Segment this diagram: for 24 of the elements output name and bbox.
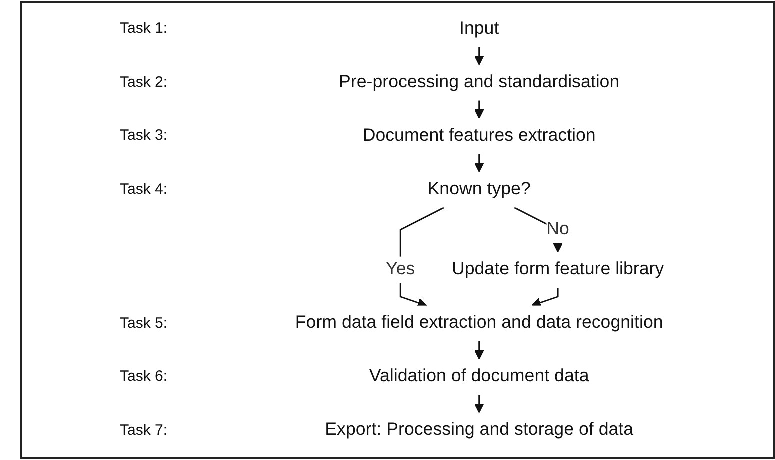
- arrow: [474, 154, 484, 172]
- task-label: Task 4:: [120, 180, 168, 199]
- arrow: [474, 395, 484, 414]
- node-text: Validation of document data: [370, 367, 590, 386]
- arrow: [474, 342, 484, 360]
- task-label: Task 5:: [120, 314, 168, 333]
- node-text: Input: [460, 19, 500, 38]
- task-label: Task 3:: [120, 127, 168, 146]
- diagram-frame: No Yes Input Pre-processing and standardisation Document features extraction Known type? Update form feature library Form data field extraction and data recognition Validation of document data Export: Processing and storage of data Task 1: Task 2: Task 3: Task 4: Task 5: Task 6: Task 7:: [20, 1, 775, 459]
- edge-label: No: [546, 220, 570, 239]
- task-label: Task 2:: [120, 74, 168, 92]
- node-text: Update form feature library: [452, 260, 664, 280]
- task-label: Task 7:: [120, 422, 168, 440]
- node-text: Known type?: [428, 180, 532, 199]
- node-text: Export: Processing and storage of data: [325, 420, 634, 440]
- arrow: [474, 47, 484, 66]
- node-text: Document features extraction: [363, 126, 596, 146]
- node-text: Pre-processing and standardisation: [339, 72, 620, 92]
- task-label: Task 6:: [120, 368, 168, 386]
- edge-label: Yes: [386, 260, 416, 280]
- arrow: [474, 100, 484, 119]
- task-label: Task 1:: [120, 20, 168, 38]
- arrow: [532, 288, 560, 308]
- node-text: Form data field extraction and data recognition: [296, 314, 664, 333]
